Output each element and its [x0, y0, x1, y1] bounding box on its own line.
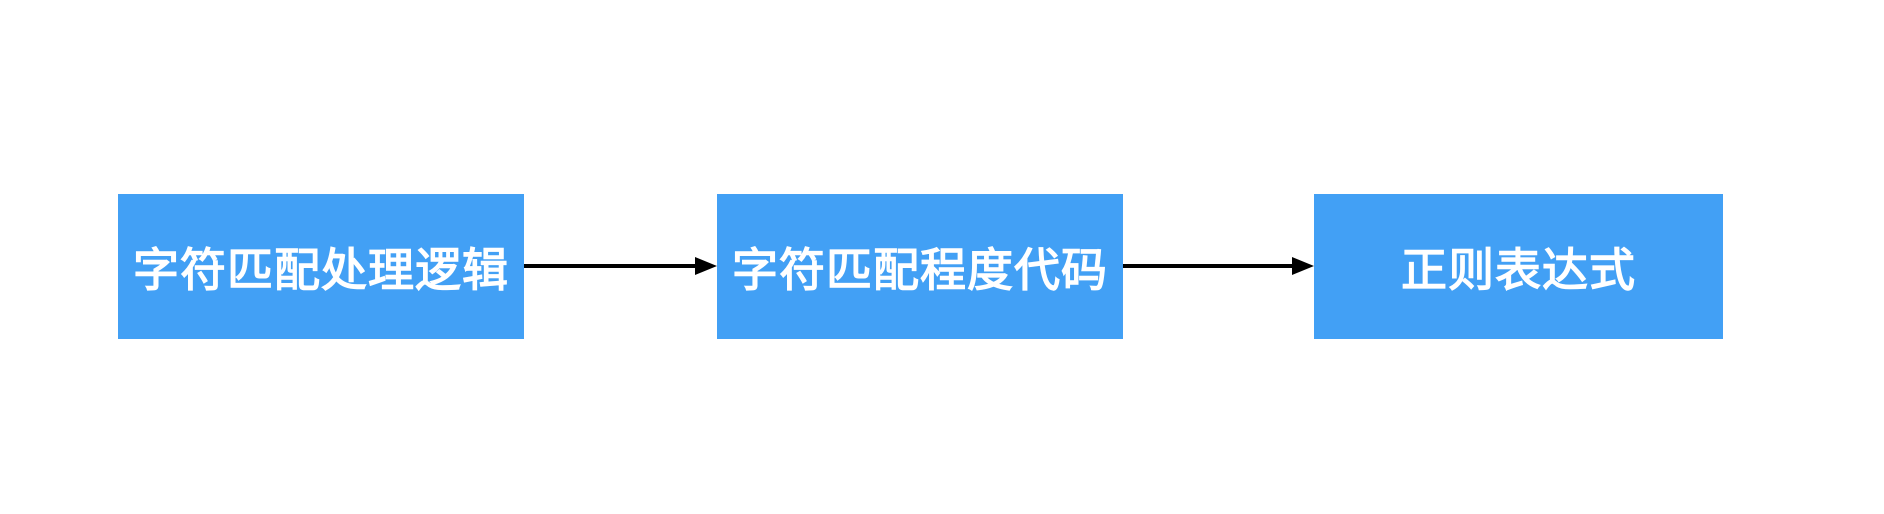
- arrow-head-icon: [695, 257, 717, 275]
- flowchart-node-char-match-degree-code: 字符匹配程度代码: [717, 194, 1123, 339]
- node-label: 字符匹配处理逻辑: [133, 243, 509, 296]
- node-label: 正则表达式: [1401, 243, 1636, 296]
- flow-arrow-2: [1123, 257, 1314, 275]
- flowchart-node-regular-expression: 正则表达式: [1314, 194, 1723, 339]
- arrow-line: [1123, 264, 1294, 268]
- flow-arrow-1: [524, 257, 717, 275]
- arrow-head-icon: [1292, 257, 1314, 275]
- node-label: 字符匹配程度代码: [732, 243, 1108, 296]
- flowchart-node-char-match-processing-logic: 字符匹配处理逻辑: [118, 194, 524, 339]
- arrow-line: [524, 264, 697, 268]
